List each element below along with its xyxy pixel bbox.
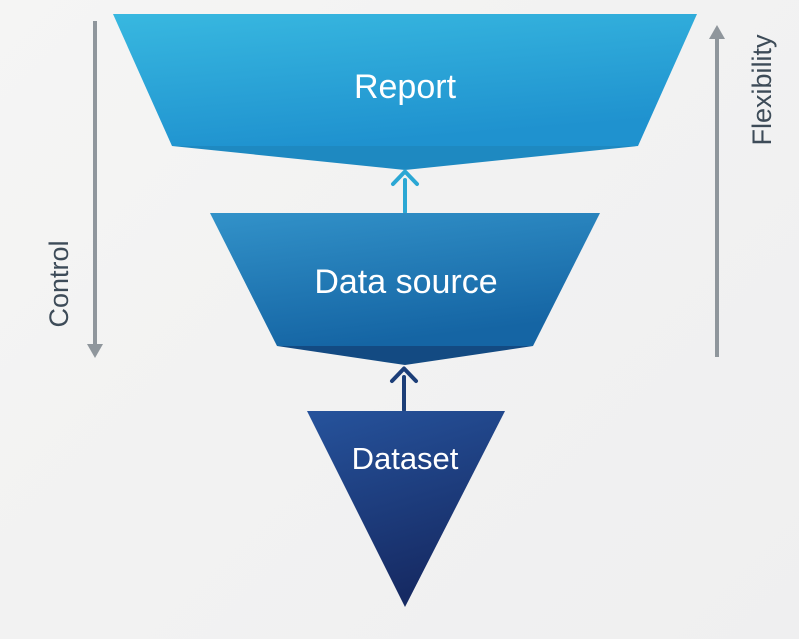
report-shape: [113, 14, 697, 146]
dataset-shape: [307, 411, 505, 607]
report-shape-fold: [172, 146, 638, 170]
data-source-shape: [210, 213, 600, 346]
flow-arrow-datasource-to-report-icon: [391, 169, 419, 214]
control-axis-arrowhead-down-icon: [87, 344, 103, 358]
flow-arrow-dataset-to-datasource-icon: [390, 366, 418, 412]
data-source-shape-fold: [277, 346, 533, 365]
control-axis-label-text: Control: [44, 240, 74, 327]
flexibility-axis-arrowhead-up-icon: [709, 25, 725, 39]
flexibility-axis-label-text: Flexibility: [747, 34, 777, 146]
control-axis-label: Control: [44, 240, 74, 327]
dataset-label: Dataset: [352, 441, 459, 476]
report-label: Report: [354, 68, 457, 106]
data-source-label: Data source: [314, 263, 497, 301]
flexibility-axis-label: Flexibility: [747, 34, 777, 146]
